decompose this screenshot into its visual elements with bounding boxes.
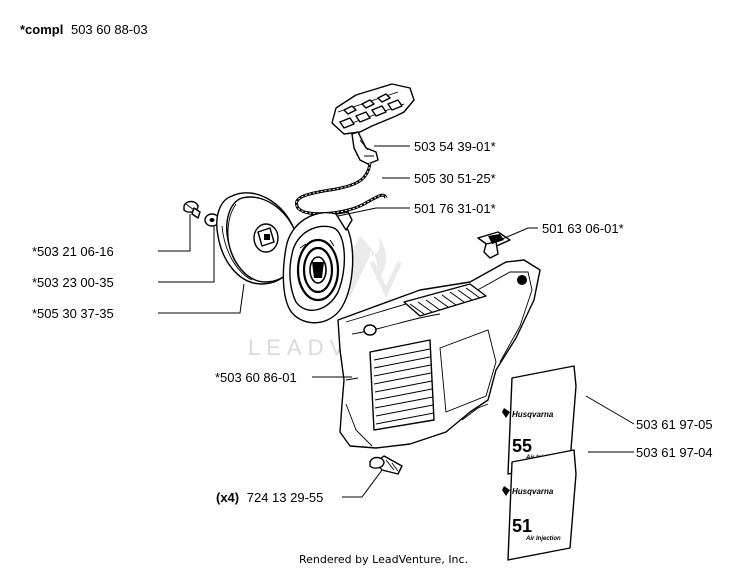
- starter-cover: [337, 259, 541, 449]
- label-washer: *503 23 00-35: [32, 275, 114, 290]
- label-screw-qty: (x4): [216, 490, 239, 505]
- husqvarna-logo-icon: [502, 408, 510, 418]
- label-cover: *503 60 86-01: [215, 370, 297, 385]
- decal-51-model: 51: [512, 516, 532, 536]
- label-decal-55: 503 61 97-05: [636, 417, 713, 432]
- part-labels: 503 54 39-01* 505 30 51-25* 501 76 31-01…: [32, 139, 713, 505]
- washer: [204, 213, 220, 227]
- label-center-screw: *503 21 06-16: [32, 244, 114, 259]
- recoil-spring-housing: [282, 211, 354, 324]
- decal-51-brand: Husqvarna: [512, 487, 554, 496]
- decal-51-tagline: Air Injection: [525, 536, 561, 542]
- decal-55-brand: Husqvarna: [512, 410, 554, 419]
- leader-lines: [158, 145, 635, 498]
- label-pulley: *505 30 37-35: [32, 306, 114, 321]
- starter-rope: [295, 162, 388, 216]
- husqvarna-logo-icon: [502, 486, 510, 496]
- label-cover-screw: (x4) 724 13 29-55: [216, 490, 323, 505]
- label-rope: 505 30 51-25*: [414, 171, 496, 186]
- starter-pulley: [216, 192, 300, 285]
- decal-51: Husqvarna 51 Air Injection: [502, 449, 577, 561]
- decal-55-model: 55: [512, 436, 532, 456]
- label-spring: 501 76 31-01*: [414, 201, 496, 216]
- label-valve: 501 63 06-01*: [542, 221, 624, 236]
- starter-handle: [331, 83, 415, 165]
- label-screw-number: 724 13 29-55: [247, 490, 324, 505]
- valve-cap: [477, 231, 511, 259]
- label-handle: 503 54 39-01*: [414, 139, 496, 154]
- center-screw: [183, 200, 201, 219]
- footer-credit: Rendered by LeadVenture, Inc.: [299, 553, 468, 566]
- label-decal-51: 503 61 97-04: [636, 445, 713, 460]
- cover-screw: [369, 455, 403, 475]
- assembly-prefix: *compl: [20, 22, 63, 37]
- assembly-title: *compl 503 60 88-03: [20, 22, 148, 37]
- assembly-number: 503 60 88-03: [71, 22, 148, 37]
